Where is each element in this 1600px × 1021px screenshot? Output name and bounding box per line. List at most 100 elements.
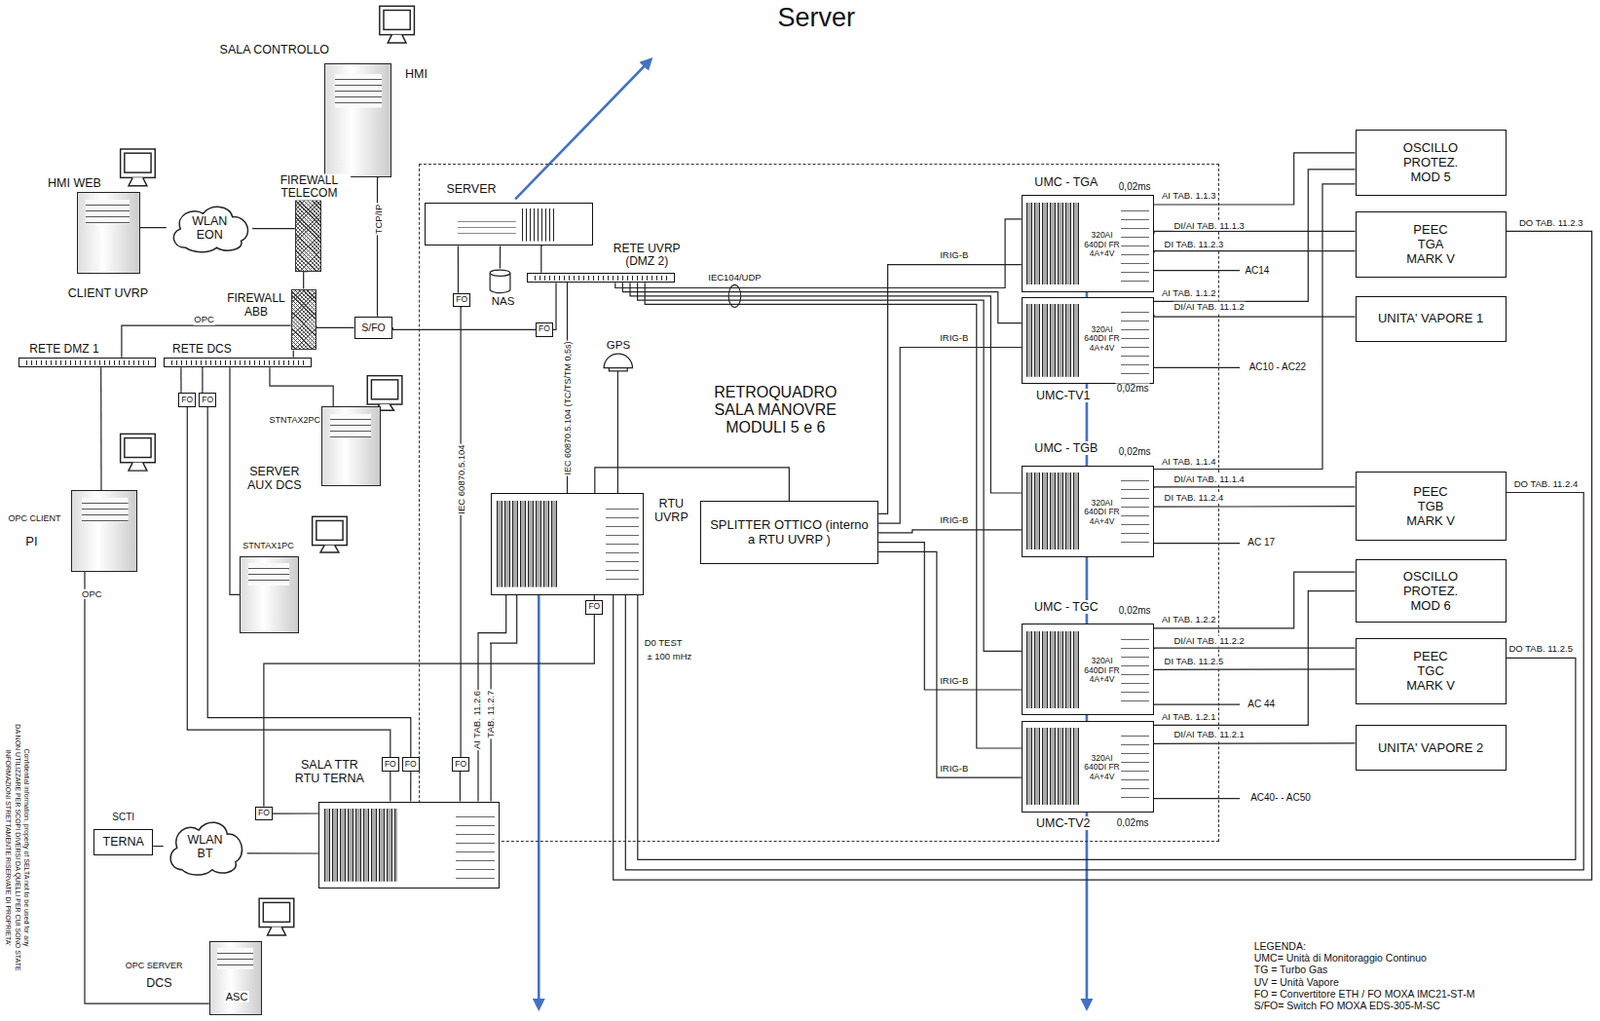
computer-icon: SALA CONTROLLOHMI [324, 63, 392, 178]
annotation-label: 0,02ms [1117, 181, 1153, 192]
gps-antenna-outline [600, 352, 636, 372]
network-switch: RETE DCS [163, 357, 312, 368]
connector [644, 282, 1022, 748]
node-label: NAS [490, 295, 517, 308]
confidential-note: Confidential information, property of SE… [22, 746, 31, 947]
node-text: SPLITTER OTTICO (interno a RTU UVRP ) [707, 518, 872, 548]
connector [460, 306, 462, 757]
monitor-icon [312, 516, 348, 553]
connector [541, 246, 543, 273]
fo-converter: FO [452, 293, 471, 308]
connector-label: AI TAB. 1.2.1 [1160, 710, 1218, 722]
annotation-label: D0 TEST [643, 637, 684, 649]
annotation-label: 0,02ms [1117, 446, 1153, 458]
node-label: OPC CLIENT [7, 513, 63, 523]
connector [389, 771, 391, 801]
node-label: FIREWALL ABB [222, 292, 291, 319]
node-label: RETE DMZ 1 [28, 343, 100, 357]
node-text: PEEC TGB MARK V [1400, 483, 1462, 528]
connector [152, 845, 163, 847]
fo-converter: FO [178, 392, 196, 408]
device-box: UNITA' VAPORE 1 [1355, 296, 1507, 342]
nas-storage-outline [488, 268, 512, 294]
connector [180, 367, 182, 393]
node-text: FO [181, 395, 193, 406]
connector [1153, 486, 1356, 489]
connector-label: DI TAB. 11.2.3 [1163, 239, 1226, 251]
computer-icon: OPC CLIENTPI [71, 489, 138, 572]
connector-label: TAB. 11.2.7 [485, 689, 497, 740]
connector-label: IEC 60870.5.104 (TC/TS/TM 0,5s) [562, 340, 573, 477]
connector [140, 227, 167, 229]
connector [1153, 668, 1356, 670]
connector-label: IRIG-B [938, 333, 969, 344]
connector-label: IRIG-B [938, 675, 969, 687]
monitor-icon [120, 433, 156, 471]
node-text: UNITA' VAPORE 2 [1377, 740, 1484, 755]
connector [1153, 152, 1356, 205]
text-block: FO [179, 395, 195, 406]
node-label: 320AI 640DI FR 4A+4V [1082, 498, 1122, 527]
legend-entry: UMC= Unità di Monitoraggio Continuo [1253, 953, 1428, 966]
connector-label: AI TAB. 1.1.4 [1160, 455, 1218, 467]
connector [878, 529, 1022, 533]
equipment-rack: UMC-TV2320AI 640DI FR 4A+4V [1021, 720, 1154, 813]
node-label: 320AI 640DI FR 4A+4V [1082, 324, 1122, 353]
connector-label: DI/AI TAB. 11.2.1 [1173, 729, 1246, 741]
device-box: UNITA' VAPORE 2 [1355, 724, 1507, 771]
connector [622, 282, 1021, 323]
connector [84, 571, 210, 1004]
connector-label: IRIG-B [938, 763, 969, 775]
annotation-label: 0,02ms [1117, 604, 1153, 616]
node-text: TERNA [103, 834, 145, 849]
region-boundary: RETROQUADRO SALA MANOVRE MODULI 5 e 6 SER… [418, 163, 1221, 843]
node-label: SALA CONTROLLO [219, 42, 332, 57]
text-block: WLAN EON [166, 213, 254, 242]
connector [457, 246, 459, 294]
device-box: PEEC TGB MARK V [1355, 471, 1507, 541]
connector-label: IRIG-B [938, 250, 969, 261]
connector-label: DO TAB. 11.2.4 [1513, 478, 1579, 489]
network-switch: RETE UVRP (DMZ 2) [526, 272, 675, 283]
connector [293, 349, 295, 357]
equipment-rack: UMC - TGB320AI 640DI FR 4A+4V [1021, 465, 1154, 558]
gps-antenna: GPS [600, 352, 636, 372]
nas-storage: NAS [488, 268, 512, 294]
connector [316, 325, 355, 328]
connector [253, 227, 296, 229]
connector-label: DI/AI TAB. 11.2.2 [1173, 635, 1246, 647]
node-label: RTU UVRP [647, 496, 696, 524]
node-label: UMC - TGC [1033, 599, 1100, 614]
connector [1153, 647, 1356, 650]
signal-stub [1153, 270, 1240, 799]
text-block: OSCILLO PROTEZ. MOD 5 [1356, 141, 1506, 186]
firewall: FIREWALL TELECOM [295, 199, 322, 271]
connector-label: TCP/IP [372, 203, 384, 236]
connector [1153, 251, 1356, 254]
text-block: PEEC TGB MARK V [1356, 483, 1506, 528]
text-block: S/FO [355, 321, 393, 334]
node-label: 320AI 640DI FR 4A+4V [1082, 753, 1122, 782]
node-label: RETROQUADRO SALA MANOVRE MODULI 5 e 6 [703, 383, 849, 437]
monitor-icon [259, 897, 295, 935]
node-text: S/FO [361, 321, 386, 334]
connector [637, 595, 1576, 860]
node-text: FO [258, 808, 270, 819]
device-box: SCTITERNA [93, 828, 153, 856]
text-block: FO [256, 808, 272, 819]
fo-converter: FO [255, 806, 273, 821]
connector [377, 177, 379, 316]
equipment-rack: UMC - TGC320AI 640DI FR 4A+4V [1021, 623, 1154, 715]
server-unit: SERVER [424, 202, 594, 246]
node-label: RETE UVRP (DMZ 2) [607, 241, 687, 268]
annotation-label: AC10 - AC22 [1248, 362, 1307, 373]
node-label: UMC-TV1 [1035, 388, 1092, 403]
text-block: FO [382, 759, 399, 770]
connector [1153, 314, 1356, 317]
annotation-label: AC 17 [1246, 537, 1276, 549]
node-label: HMI WEB [46, 176, 103, 190]
annotation-label: AC40- - AC50 [1249, 792, 1312, 804]
device-box: SPLITTER OTTICO (interno a RTU UVRP ) [700, 500, 879, 564]
node-text: FO [384, 759, 397, 770]
